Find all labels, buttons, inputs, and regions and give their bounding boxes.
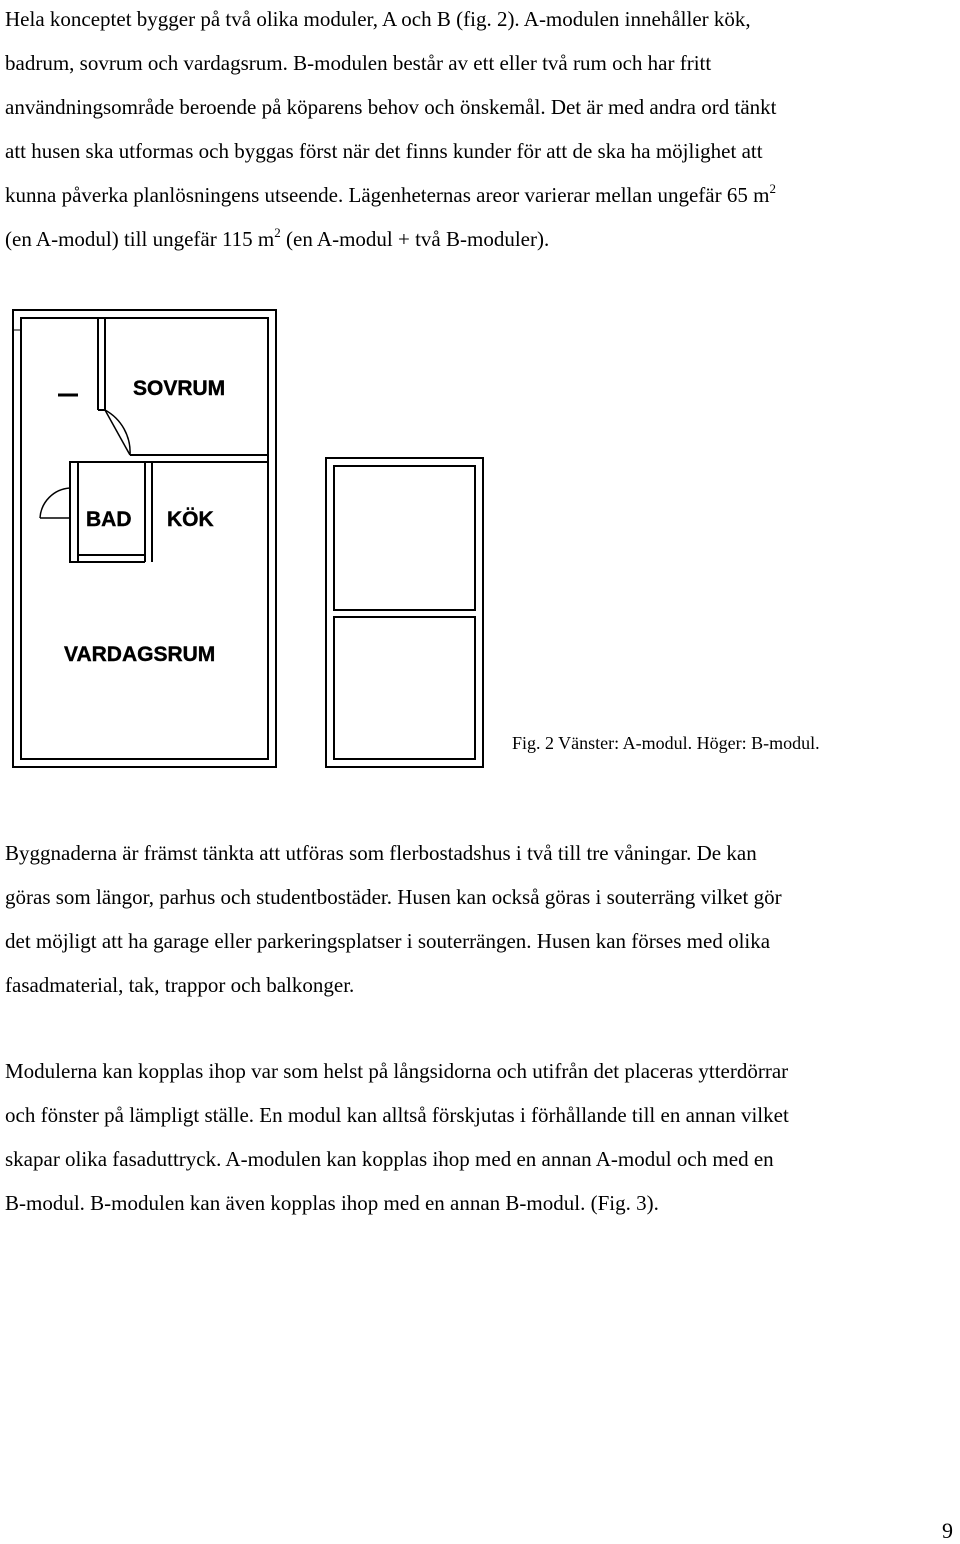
text-fragment: (en A-modul + två B-moduler). bbox=[280, 227, 550, 251]
a-module-inner-wall bbox=[20, 317, 269, 760]
text-line: det möjligt att ha garage eller parkerin… bbox=[5, 929, 771, 953]
b-module-outer-wall bbox=[325, 457, 484, 768]
text-line: användningsområde beroende på köparens b… bbox=[5, 95, 777, 119]
wall-line bbox=[69, 461, 79, 563]
superscript: 2 bbox=[274, 225, 281, 240]
text-fragment: (en A-modul) till ungefär 115 m bbox=[5, 227, 275, 251]
text-line: B-modul. B-modulen kan även kopplas ihop… bbox=[5, 1191, 659, 1215]
text-line: (en A-modul) till ungefär 115 m2 (en A-m… bbox=[5, 217, 955, 261]
room-label-sovrum: SOVRUM bbox=[133, 377, 225, 400]
text-line: fasadmaterial, tak, trappor och balkonge… bbox=[5, 973, 355, 997]
door-swing bbox=[39, 487, 71, 519]
text-line: att husen ska utformas och byggas först … bbox=[5, 139, 763, 163]
superscript: 2 bbox=[769, 181, 776, 196]
door-swing bbox=[104, 409, 131, 456]
paragraph-modules: Modulerna kan kopplas ihop var som helst… bbox=[5, 1049, 955, 1225]
page-number: 9 bbox=[942, 1518, 953, 1543]
text-line: kunna påverka planlösningens utseende. L… bbox=[5, 173, 955, 217]
text-line: och fönster på lämpligt ställe. En modul… bbox=[5, 1103, 789, 1127]
floor-plan-drawing: SOVRUM BAD KÖK VARDAGSRUM bbox=[12, 309, 484, 768]
a-module-plan bbox=[12, 309, 277, 768]
door-leaf bbox=[104, 409, 131, 456]
figure-caption: Fig. 2 Vänster: A-modul. Höger: B-modul. bbox=[512, 733, 820, 753]
text-line: Hela konceptet bygger på två olika modul… bbox=[5, 7, 751, 31]
b-module-room-upper bbox=[333, 465, 476, 611]
b-module-plan bbox=[325, 457, 484, 768]
a-module-outer-wall bbox=[12, 309, 277, 768]
figure-floor-plans: SOVRUM BAD KÖK VARDAGSRUM bbox=[0, 300, 960, 780]
paragraph-intro: Hela konceptet bygger på två olika modul… bbox=[5, 0, 955, 261]
text-line: Byggnaderna är främst tänkta att utföras… bbox=[5, 841, 757, 865]
room-label-kok: KÖK bbox=[167, 508, 214, 531]
text-line: badrum, sovrum och vardagsrum. B-modulen… bbox=[5, 51, 712, 75]
room-label-bad: BAD bbox=[86, 508, 132, 531]
text-line: Modulerna kan kopplas ihop var som helst… bbox=[5, 1059, 789, 1083]
text-line: skapar olika fasaduttryck. A-modulen kan… bbox=[5, 1147, 774, 1171]
text-fragment: kunna påverka planlösningens utseende. L… bbox=[5, 183, 770, 207]
paragraph-buildings: Byggnaderna är främst tänkta att utföras… bbox=[5, 831, 955, 1007]
text-line: göras som längor, parhus och studentbost… bbox=[5, 885, 782, 909]
room-label-vardagsrum: VARDAGSRUM bbox=[64, 643, 215, 666]
b-module-room-lower bbox=[333, 616, 476, 760]
